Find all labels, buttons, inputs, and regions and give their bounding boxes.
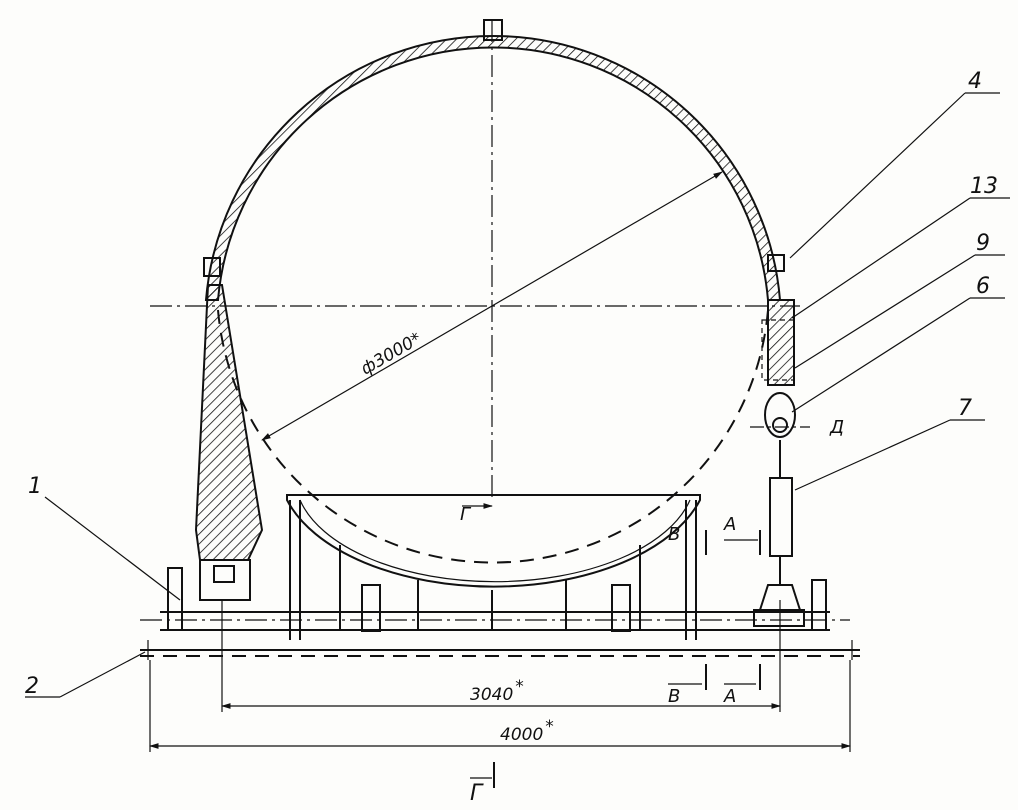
part-label-13: 13 [970, 174, 998, 199]
section-g-bottom-letter: Г [470, 781, 484, 806]
leader-1 [44, 496, 181, 601]
leader-6 [791, 297, 971, 413]
shell-upper-hatched [204, 35, 782, 301]
leader-2 [59, 651, 146, 698]
dimension-3040-label: 3040* [470, 677, 524, 705]
part-label-6: 6 [976, 274, 990, 299]
cradle-inner [299, 499, 691, 583]
top-lug [483, 19, 503, 41]
section-d-letter: Д [829, 417, 844, 438]
left-hinge-block [199, 559, 251, 601]
right-end-bracket [811, 579, 827, 631]
shell-lower-dashed [217, 309, 769, 564]
section-v-top-letter: В [668, 524, 680, 545]
section-g-top-letter: Г [460, 504, 472, 525]
shackle [764, 392, 796, 438]
right-strip-detail [761, 319, 795, 381]
section-a-top-letter: А [723, 514, 736, 535]
part-label-2: 2 [25, 674, 39, 699]
dimension-4000-label: 4000* [500, 717, 554, 745]
diameter-dimension-label: ф3000* [358, 329, 425, 379]
leader-9 [794, 254, 976, 369]
part-label-7: 7 [958, 396, 972, 421]
section-v-bottom-letter: В [668, 686, 680, 707]
right-strip [767, 299, 795, 386]
left-pad [203, 257, 221, 277]
fork-base [753, 609, 805, 627]
clamp [611, 584, 631, 632]
diameter-dimension-line [261, 171, 723, 441]
turnbuckle [769, 477, 793, 557]
leader-7 [794, 419, 951, 491]
part-label-4: 4 [968, 69, 982, 94]
left-end-bracket [167, 567, 183, 631]
leader-13 [791, 197, 971, 319]
clamp [361, 584, 381, 632]
left-hinge-pin [213, 565, 235, 583]
part-label-1: 1 [28, 474, 42, 499]
leader-4 [789, 92, 966, 259]
part-label-9: 9 [976, 231, 990, 256]
shackle-pin [772, 417, 788, 433]
cradle-outer [286, 494, 701, 588]
right-pad [767, 254, 785, 272]
section-a-bottom-letter: А [723, 686, 736, 707]
